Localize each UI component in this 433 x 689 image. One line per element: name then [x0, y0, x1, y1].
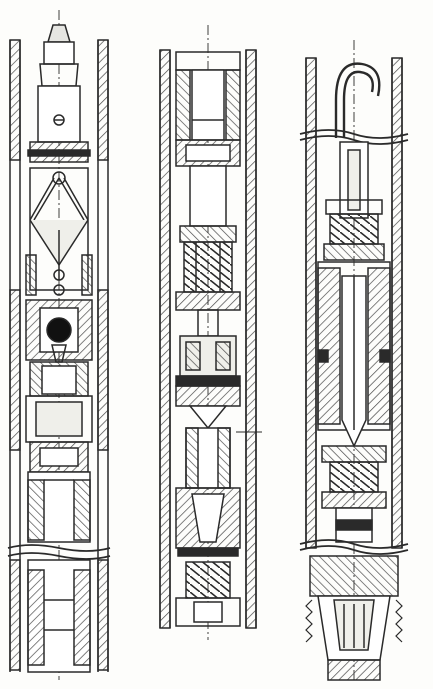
- left-tool-assembly: [7, 10, 111, 680]
- right-tool-assembly: [299, 40, 409, 681]
- middle-tool-assembly: [159, 25, 262, 640]
